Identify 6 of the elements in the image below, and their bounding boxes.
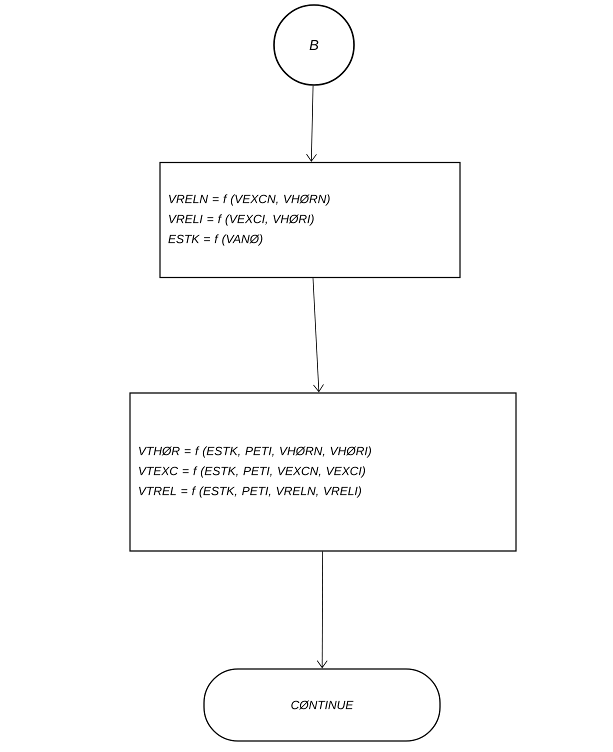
process-box: VTHØR = f (ESTK, PETI, VHØRN, VHØRI) VTEXC = f (ESTK, PETI, VEXCN, VEXCI) VTREL = f (ESTK, PETI, VRELN, VRELI)	[129, 392, 517, 552]
process-box: VRELN = f (VEXCN, VHØRN) VRELI = f (VEXCI, VHØRI) ESTK = f (VANØ)	[159, 162, 461, 278]
arrow	[316, 551, 328, 668]
arrow	[306, 85, 317, 162]
arrow	[312, 278, 324, 392]
terminal-box: CØNTINUE	[203, 668, 441, 742]
